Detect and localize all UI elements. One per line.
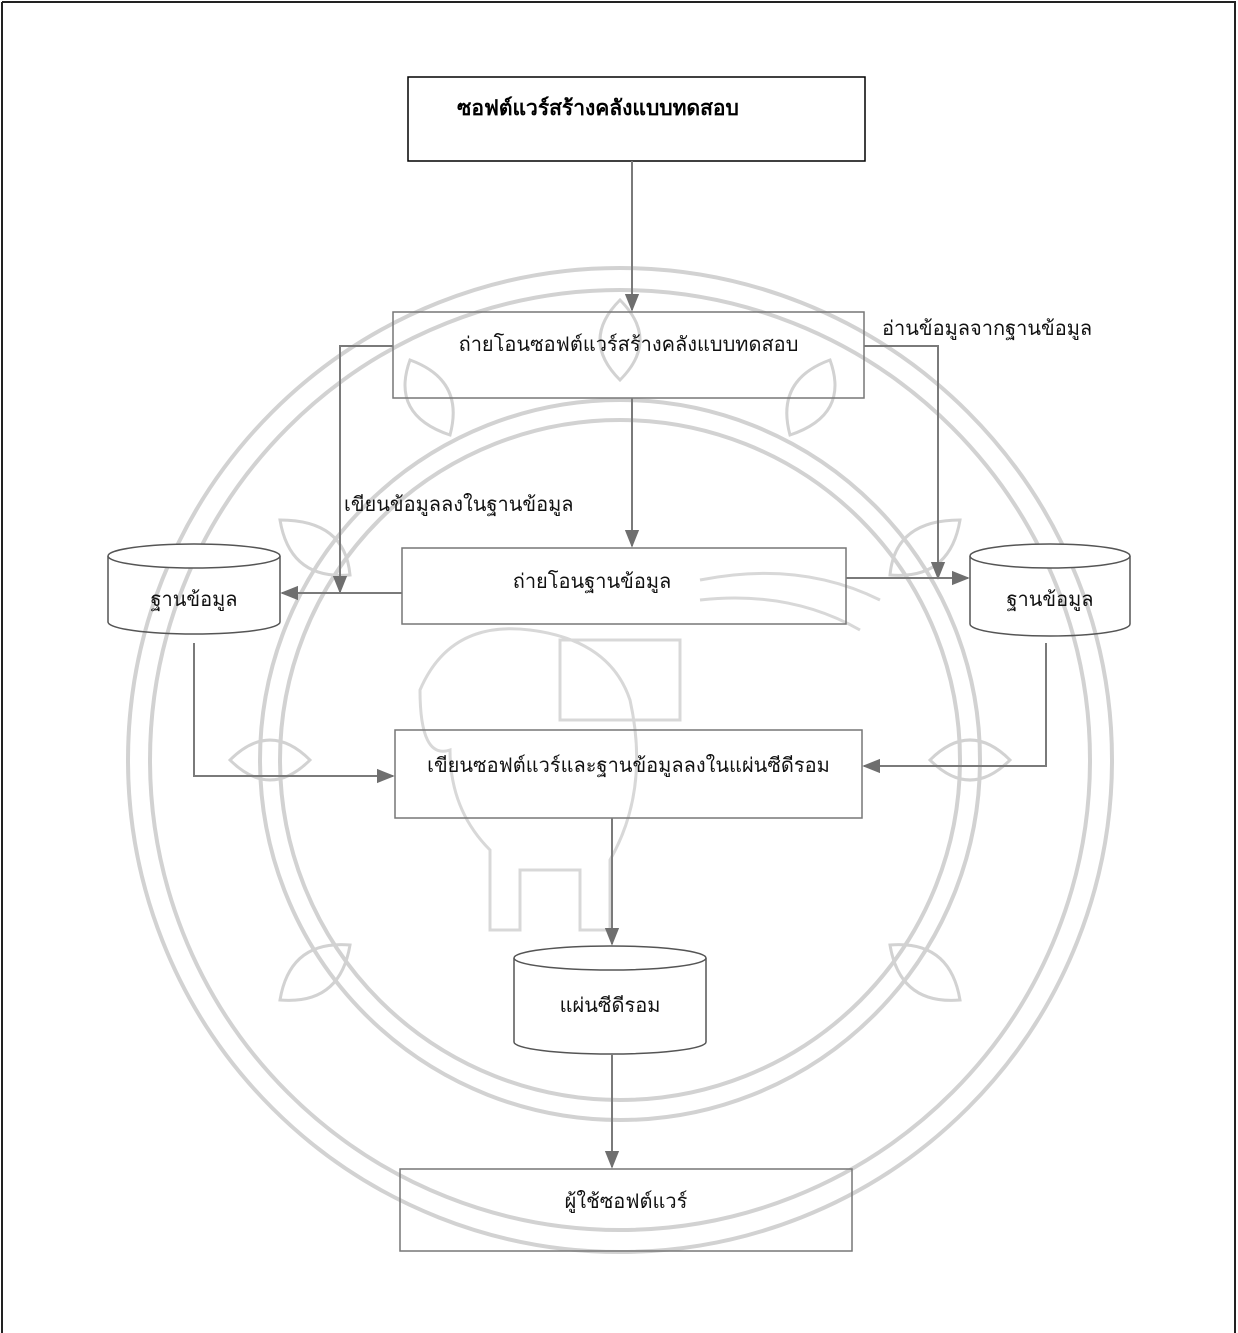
install-software-label: ถ่ายโอนซอฟต์แวร์สร้างคลังแบบทดสอบ xyxy=(458,332,799,356)
database-left-cylinder xyxy=(107,543,281,635)
install-software-box xyxy=(392,311,865,399)
software-user-label: ผู้ใช้ซอฟต์แวร์ xyxy=(564,1189,688,1213)
arrow-left-db-to-write xyxy=(193,643,395,784)
cdrom-cylinder xyxy=(513,945,707,1055)
arrow-right-db-to-write xyxy=(862,643,1047,774)
edge-label-write-to-db: เขียนข้อมูลลงในฐานข้อมูล xyxy=(344,492,574,516)
software-user-box xyxy=(399,1168,853,1252)
builder-software-box xyxy=(407,76,866,162)
cdrom-label: แผ่นซีดีรอม xyxy=(559,993,661,1017)
install-database-label: ถ่ายโอนฐานข้อมูล xyxy=(512,569,672,593)
connectors xyxy=(193,161,1047,1169)
write-cdrom-label: เขียนซอฟต์แวร์และฐานข้อมูลลงในแผ่นซีดีรอ… xyxy=(427,753,830,777)
university-seal-watermark xyxy=(126,266,1114,1254)
database-left-label: ฐานข้อมูล xyxy=(150,587,238,611)
edge-label-read-from-db: อ่านข้อมูลจากฐานข้อมูล xyxy=(882,316,1093,340)
builder-software-label: ซอฟต์แวร์สร้างคลังแบบทดสอบ xyxy=(457,95,739,120)
database-right-label: ฐานข้อมูล xyxy=(1006,587,1094,611)
write-cdrom-box xyxy=(394,729,863,819)
arrow-install-to-right-db xyxy=(864,345,946,580)
arrow-install-to-left-db xyxy=(332,345,393,594)
database-right-cylinder xyxy=(969,543,1131,637)
install-database-box xyxy=(401,547,847,625)
